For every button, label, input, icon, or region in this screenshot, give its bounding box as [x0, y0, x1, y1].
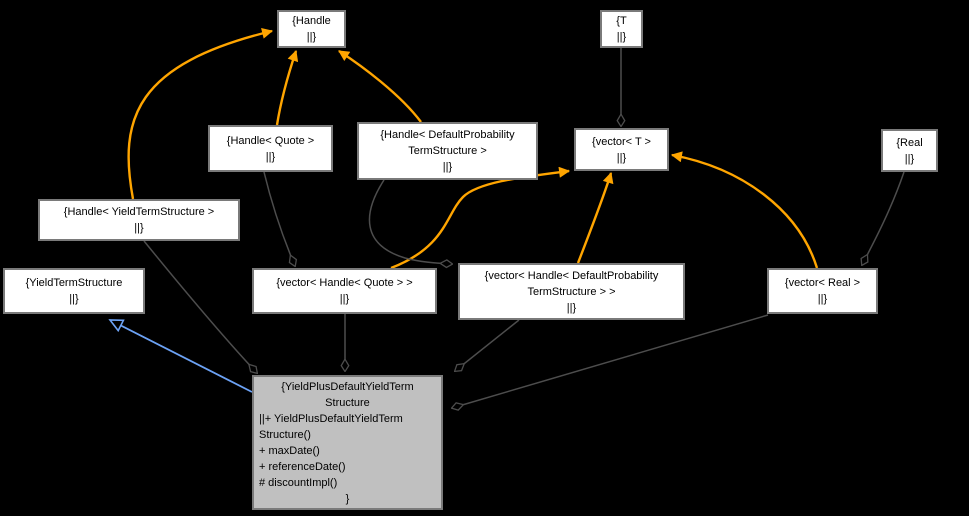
edge-real-to-vector-real	[862, 171, 905, 265]
node-handle-quote[interactable]: {Handle< Quote > ||}	[208, 125, 333, 172]
node-vector-handle-quote[interactable]: {vector< Handle< Quote > > ||}	[252, 268, 437, 314]
node-handle[interactable]: {Handle ||}	[277, 10, 346, 48]
node-real[interactable]: {Real ||}	[881, 129, 938, 172]
main-node-title: {YieldPlusDefaultYieldTerm Structure	[281, 381, 414, 409]
node-vector-t-label: {vector< T > ||}	[592, 135, 651, 164]
node-handle-quote-label: {Handle< Quote > ||}	[226, 134, 315, 163]
node-handle-yieldtermstructure[interactable]: {Handle< YieldTermStructure > ||}	[38, 199, 240, 241]
edge-handle-defaultprobability-to-vector-handle-defaultprobability	[368, 179, 452, 264]
edge-vector-handle-defaultprobability-to-vector-t	[576, 171, 614, 264]
edge-vector-real-to-vector-t	[670, 151, 819, 269]
node-real-label: {Real ||}	[896, 136, 923, 165]
edge-vector-handle-defaultprobability-to-main	[455, 319, 520, 371]
node-t-label: {T ||}	[616, 15, 627, 43]
node-handle-defaultprobability-termstructure[interactable]: {Handle< DefaultProbability TermStructur…	[357, 122, 538, 180]
main-node-members: ||+ YieldPlusDefaultYieldTerm Structure(…	[259, 413, 403, 489]
edge-handle-yieldtermstructure-to-handle	[127, 27, 274, 200]
edge-vector-real-to-main	[452, 314, 769, 408]
edge-handle-yieldtermstructure-to-main	[143, 240, 257, 373]
node-vector-handle-quote-label: {vector< Handle< Quote > > ||}	[276, 277, 413, 305]
node-vector-real[interactable]: {vector< Real > ||}	[767, 268, 878, 314]
node-yieldplusdefaultyieldtermstructure[interactable]: {YieldPlusDefaultYieldTerm Structure ||+…	[252, 375, 443, 510]
main-node-closing-brace: }	[345, 493, 350, 505]
node-handle-yieldtermstructure-label: {Handle< YieldTermStructure > ||}	[63, 206, 215, 234]
node-vector-handle-defaultprobability-termstructure-label: {vector< Handle< DefaultProbability Term…	[484, 269, 659, 314]
node-vector-real-label: {vector< Real > ||}	[784, 277, 861, 305]
edge-handle-quote-to-vector-handle-quote	[263, 171, 295, 266]
edge-vector-handle-quote-to-vector-t	[390, 166, 571, 270]
node-yieldtermstructure-label: {YieldTermStructure ||}	[25, 277, 123, 305]
node-t[interactable]: {T ||}	[600, 10, 643, 48]
edge-handle-defaultprobability-to-handle	[338, 49, 422, 123]
edge-main-inherits-yieldtermstructure	[110, 320, 253, 393]
edge-handle-quote-to-handle	[275, 49, 299, 126]
node-vector-t[interactable]: {vector< T > ||}	[574, 128, 669, 171]
node-yieldtermstructure[interactable]: {YieldTermStructure ||}	[3, 268, 145, 314]
node-handle-label: {Handle ||}	[292, 15, 331, 43]
node-vector-handle-defaultprobability-termstructure[interactable]: {vector< Handle< DefaultProbability Term…	[458, 263, 685, 320]
node-handle-defaultprobability-termstructure-label: {Handle< DefaultProbability TermStructur…	[380, 129, 515, 173]
